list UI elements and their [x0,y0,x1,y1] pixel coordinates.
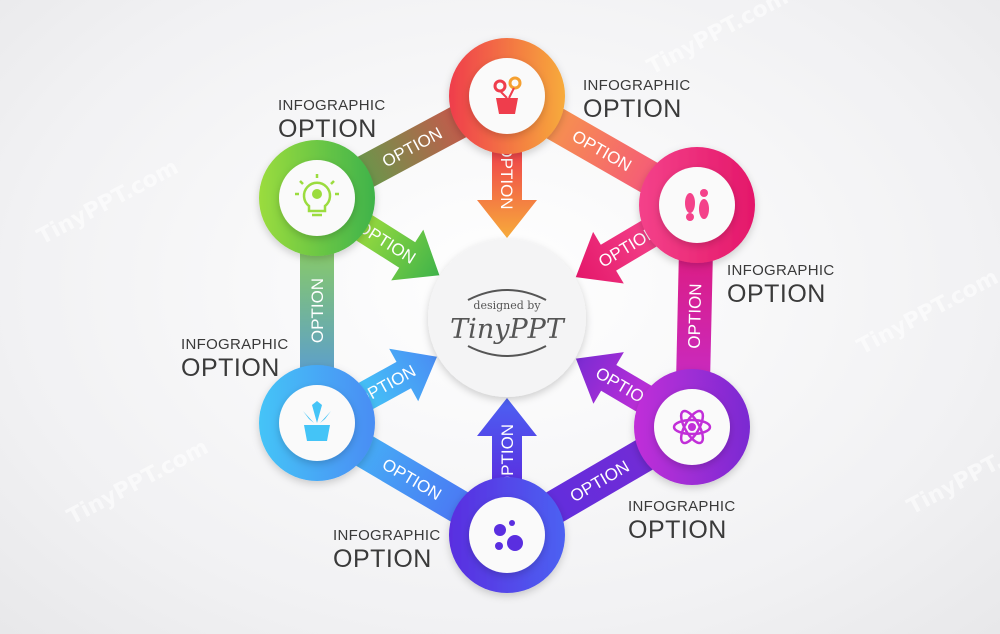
info-small: INFOGRAPHIC [628,498,736,515]
arrow-shape [353,348,437,412]
laurel-bottom-icon [467,345,547,357]
node-inner-circle [469,497,545,573]
info-small: INFOGRAPHIC [333,527,441,544]
node-bottom [449,477,565,593]
succulent-pot-icon [303,401,331,441]
node-left-bottom [259,365,375,481]
node-top [449,38,565,154]
arrow-label: OPTION [497,144,516,209]
center-circle [428,239,586,397]
arrow-label: OPTION [498,424,517,489]
bubbles-icon [494,520,523,551]
info-small: INFOGRAPHIC [181,336,289,353]
connector-label: OPTION [685,283,705,349]
center-designed-by: designed by [473,299,541,312]
arrow-shape [575,352,657,415]
arrow-shape [477,146,537,238]
arrow-bottom-to-center: OPTION [477,398,537,489]
arrow-shape [575,217,662,284]
info-big: OPTION [628,516,727,544]
info-big: OPTION [583,95,682,123]
center-brand: TinyPPT [450,314,566,345]
atom-icon [672,409,712,445]
footprints-icon [685,189,709,221]
info-big: OPTION [278,115,377,143]
info-small: INFOGRAPHIC [727,262,835,279]
arrow-shape [351,212,440,281]
info-big: OPTION [333,545,432,573]
arrow-shape [477,398,537,485]
node-right-top [639,147,755,263]
info-big: OPTION [727,280,826,308]
info-small: INFOGRAPHIC [583,77,691,94]
node-right-bottom [634,369,750,485]
info-small: INFOGRAPHIC [278,97,386,114]
info-big: OPTION [181,354,280,382]
center-logo: designed by TinyPPT [428,239,586,397]
lightbulb-gear-icon [295,174,339,217]
node-inner-circle [469,58,545,134]
arrow-top-to-center: OPTION [477,144,537,238]
connector-label: OPTION [308,278,327,343]
laurel-top-icon [467,289,547,301]
node-left-top [259,140,375,256]
flower-pot-icon [493,76,522,114]
node-inner-circle [659,167,735,243]
